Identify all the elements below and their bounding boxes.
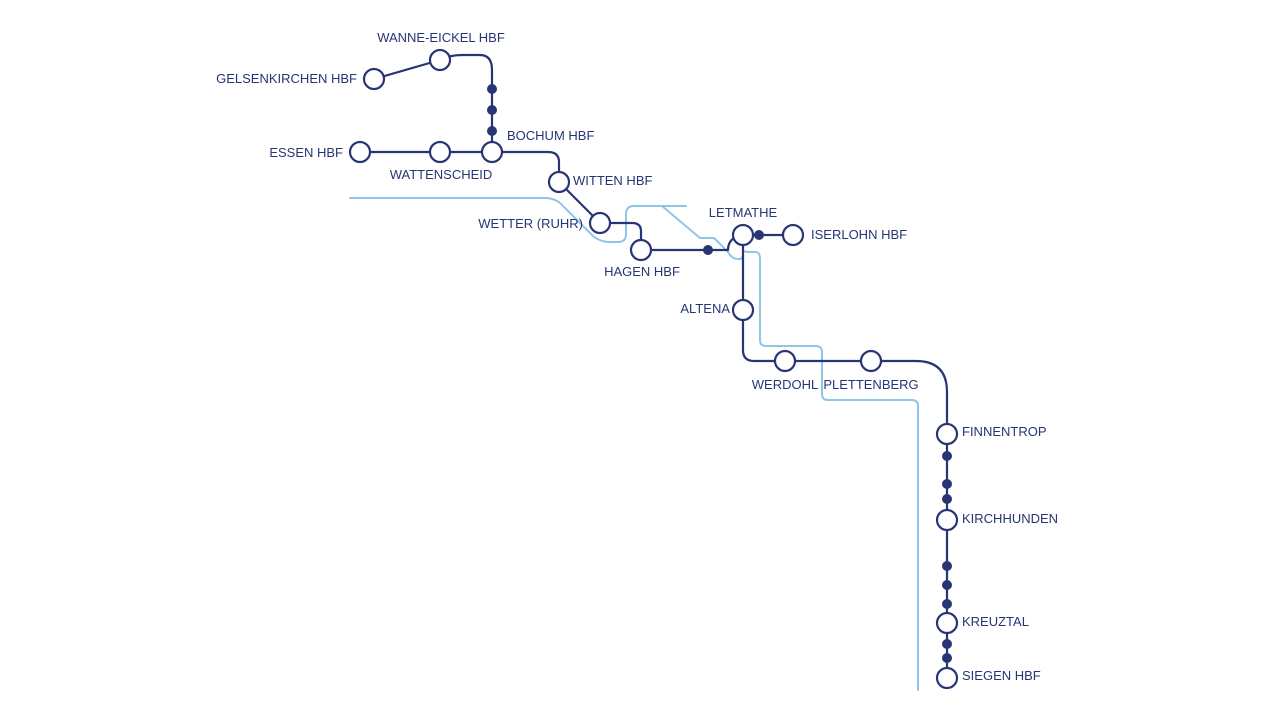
stop-dot bbox=[942, 561, 952, 571]
stop-dot bbox=[942, 653, 952, 663]
station-altena[interactable] bbox=[731, 298, 755, 322]
station-finnentrop[interactable] bbox=[935, 422, 959, 446]
label-wetter: WETTER (RUHR) bbox=[478, 216, 583, 231]
label-altena: ALTENA bbox=[680, 301, 730, 316]
label-letmathe: LETMATHE bbox=[709, 205, 778, 220]
label-siegen: SIEGEN HBF bbox=[962, 668, 1041, 683]
intermediate-stops bbox=[487, 84, 952, 663]
label-werdohl: WERDOHL bbox=[752, 377, 818, 392]
stop-dot bbox=[487, 84, 497, 94]
label-hagen: HAGEN HBF bbox=[604, 264, 680, 279]
stop-dot bbox=[942, 580, 952, 590]
label-kirchhunden: KIRCHHUNDEN bbox=[962, 511, 1058, 526]
station-kreuztal[interactable] bbox=[935, 611, 959, 635]
stop-dot bbox=[942, 451, 952, 461]
station-iserlohn[interactable] bbox=[781, 223, 805, 247]
label-finnentrop: FINNENTROP bbox=[962, 424, 1047, 439]
stop-dot bbox=[942, 639, 952, 649]
station-wetter[interactable] bbox=[588, 211, 612, 235]
stations bbox=[348, 48, 959, 690]
stop-dot bbox=[942, 479, 952, 489]
main-line-essen-siegen bbox=[358, 150, 949, 680]
label-iserlohn: ISERLOHN HBF bbox=[811, 227, 907, 242]
label-kreuztal: KREUZTAL bbox=[962, 614, 1029, 629]
station-kirchhunden[interactable] bbox=[935, 508, 959, 532]
label-wanne-eickel: WANNE-EICKEL HBF bbox=[377, 30, 505, 45]
station-letmathe[interactable] bbox=[731, 223, 755, 247]
station-hagen[interactable] bbox=[629, 238, 653, 262]
stop-dot bbox=[754, 230, 764, 240]
label-bochum: BOCHUM HBF bbox=[507, 128, 594, 143]
main-line-gelsenkirchen-bochum bbox=[372, 53, 494, 154]
station-wanne-eickel[interactable] bbox=[428, 48, 452, 72]
station-werdohl[interactable] bbox=[773, 349, 797, 373]
station-bochum[interactable] bbox=[480, 140, 504, 164]
label-wattenscheid: WATTENSCHEID bbox=[390, 167, 493, 182]
label-plettenberg: PLETTENBERG bbox=[823, 377, 918, 392]
stop-dot bbox=[942, 494, 952, 504]
station-siegen[interactable] bbox=[935, 666, 959, 690]
stop-dot bbox=[487, 126, 497, 136]
station-plettenberg[interactable] bbox=[859, 349, 883, 373]
station-gelsenkirchen[interactable] bbox=[362, 67, 386, 91]
label-gelsenkirchen: GELSENKIRCHEN HBF bbox=[216, 71, 357, 86]
stop-dot bbox=[703, 245, 713, 255]
station-wattenscheid[interactable] bbox=[428, 140, 452, 164]
station-essen[interactable] bbox=[348, 140, 372, 164]
station-witten[interactable] bbox=[547, 170, 571, 194]
label-essen: ESSEN HBF bbox=[269, 145, 343, 160]
secondary-line-west bbox=[349, 197, 687, 243]
stop-dot bbox=[942, 599, 952, 609]
label-witten: WITTEN HBF bbox=[573, 173, 652, 188]
stop-dot bbox=[487, 105, 497, 115]
secondary-line-east bbox=[661, 205, 919, 691]
station-labels: WANNE-EICKEL HBF GELSENKIRCHEN HBF BOCHU… bbox=[216, 30, 1058, 683]
